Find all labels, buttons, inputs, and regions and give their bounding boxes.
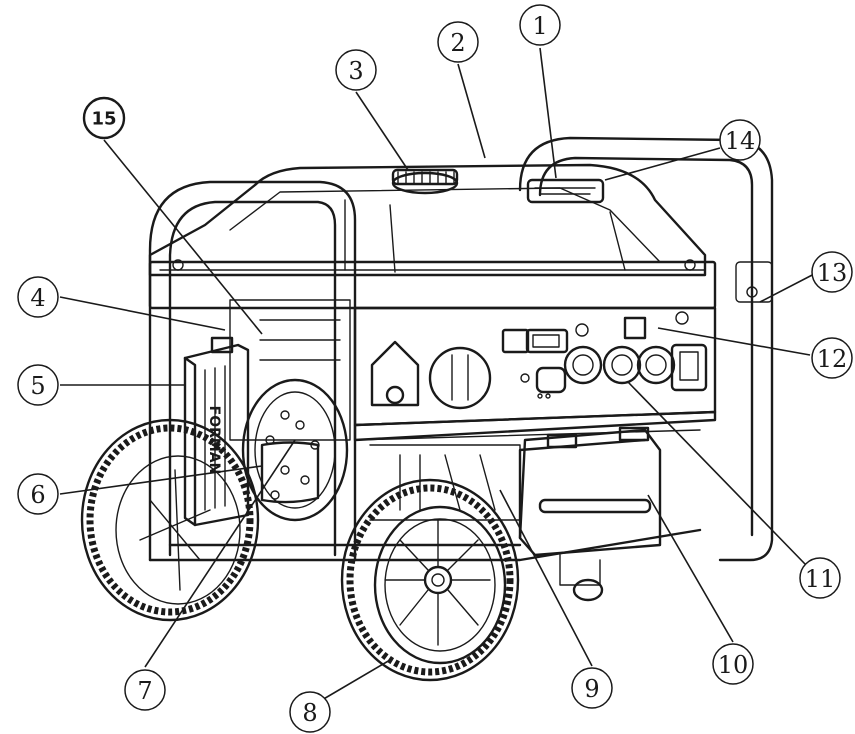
svg-text:1: 1 <box>532 12 547 40</box>
svg-text:10: 10 <box>718 651 749 679</box>
outlets <box>563 343 708 392</box>
leader-lines <box>59 47 819 708</box>
rear-frame <box>518 136 774 562</box>
svg-text:8: 8 <box>302 699 317 727</box>
callout-13: 13 <box>811 251 853 293</box>
callouts: 1 2 3 4 5 6 7 8 <box>17 4 853 733</box>
svg-text:14: 14 <box>725 127 756 155</box>
base-plate <box>353 410 717 442</box>
callout-10: 10 <box>712 643 754 685</box>
callout-2: 2 <box>437 21 479 63</box>
svg-text:3: 3 <box>348 57 363 85</box>
front-wheel <box>340 478 520 682</box>
engine-switch-knob <box>428 346 492 410</box>
svg-text:5: 5 <box>30 372 45 400</box>
callout-4: 4 <box>17 276 59 318</box>
svg-text:11: 11 <box>805 565 836 593</box>
callout-1: 1 <box>519 4 561 46</box>
callout-9: 9 <box>571 667 613 709</box>
engine <box>229 299 521 521</box>
svg-text:12: 12 <box>817 345 848 373</box>
callout-8: 8 <box>289 691 331 733</box>
svg-text:7: 7 <box>137 677 152 705</box>
fuel-gauge <box>526 178 605 204</box>
callout-12: 12 <box>811 337 853 379</box>
callout-14: 14 <box>719 119 761 161</box>
callout-3: 3 <box>335 49 377 91</box>
callout-5: 5 <box>17 364 59 406</box>
air-filter: FORMAN <box>183 336 250 527</box>
digital-meter <box>525 328 569 354</box>
svg-text:6: 6 <box>30 481 45 509</box>
front-frame <box>148 180 702 562</box>
callout-6: 6 <box>17 473 59 515</box>
brand-label: FORMAN <box>206 406 222 475</box>
svg-text:13: 13 <box>817 259 848 287</box>
fuel-tank <box>148 163 707 277</box>
callout-7: 7 <box>124 669 166 711</box>
callout-11: 11 <box>799 557 841 599</box>
control-panel <box>353 306 717 427</box>
callout-15: 15 <box>82 96 126 140</box>
svg-text:15: 15 <box>91 109 116 130</box>
svg-text:2: 2 <box>450 29 465 57</box>
battery <box>518 426 662 602</box>
svg-text:9: 9 <box>584 675 599 703</box>
recoil-starter <box>241 378 349 522</box>
svg-text:4: 4 <box>30 284 45 312</box>
